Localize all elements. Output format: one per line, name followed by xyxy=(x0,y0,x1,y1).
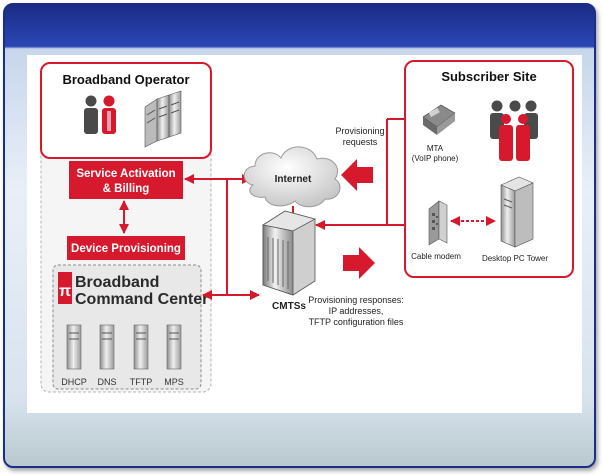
network-diagram: Broadband Operator xyxy=(40,60,574,393)
service-activation-billing-box xyxy=(69,161,183,199)
tftp-server-icon xyxy=(133,324,149,370)
tftp-label: TFTP xyxy=(130,377,153,387)
device-provisioning-label: Device Provisioning xyxy=(71,243,181,255)
device-provisioning-box xyxy=(67,236,185,260)
dns-server-icon xyxy=(99,324,115,370)
dns-label: DNS xyxy=(97,377,116,387)
svg-text:π: π xyxy=(59,283,71,300)
cmts-device-icon xyxy=(261,210,317,296)
mta-label: MTA xyxy=(427,144,444,153)
subscriber-people-icon xyxy=(490,100,538,161)
requests-label-2: requests xyxy=(343,137,378,147)
billing-label: & Billing xyxy=(103,183,150,195)
subscriber-site-region: Subscriber Site MTA (VoIP phone) xyxy=(404,60,574,278)
operator-servers-icon xyxy=(144,90,182,148)
voip-phone-label: (VoIP phone) xyxy=(412,154,459,163)
command-center-logo-icon: π xyxy=(58,272,72,304)
command-center-title-1: Broadband xyxy=(75,274,159,291)
broadband-operator-region: Broadband Operator xyxy=(40,62,212,393)
operator-people-icon xyxy=(84,95,116,134)
requests-label-1: Provisioning xyxy=(335,126,384,136)
cmts-label: CMTSs xyxy=(272,301,306,312)
mps-server-icon xyxy=(166,324,182,370)
mps-label: MPS xyxy=(164,377,184,387)
operator-title: Broadband Operator xyxy=(62,72,189,87)
responses-arrow-icon xyxy=(343,247,375,279)
service-activation-label: Service Activation xyxy=(76,168,175,180)
subscriber-title: Subscriber Site xyxy=(441,69,536,84)
cable-modem-icon xyxy=(428,200,448,246)
operator-connectors xyxy=(184,174,260,300)
desktop-pc-tower-icon xyxy=(500,176,534,248)
internet-label: Internet xyxy=(275,174,312,185)
dhcp-label: DHCP xyxy=(61,377,87,387)
requests-arrow-icon xyxy=(341,159,373,191)
mta-phone-icon xyxy=(422,104,456,135)
slide-frame: Broadband Operator xyxy=(3,3,596,468)
responses-label-3: TFTP configuration files xyxy=(309,317,404,327)
command-center-box xyxy=(52,264,202,390)
command-center-title-2: Command Center xyxy=(75,291,208,308)
responses-label-1: Provisioning responses: xyxy=(308,295,404,305)
internet-cloud-icon xyxy=(243,146,341,208)
diagram-panel: Broadband Operator xyxy=(27,55,582,413)
dhcp-server-icon xyxy=(66,324,82,370)
cable-modem-label: Cable modem xyxy=(411,252,461,261)
responses-label-2: IP addresses, xyxy=(329,306,384,316)
desktop-pc-label: Desktop PC Tower xyxy=(482,254,548,263)
